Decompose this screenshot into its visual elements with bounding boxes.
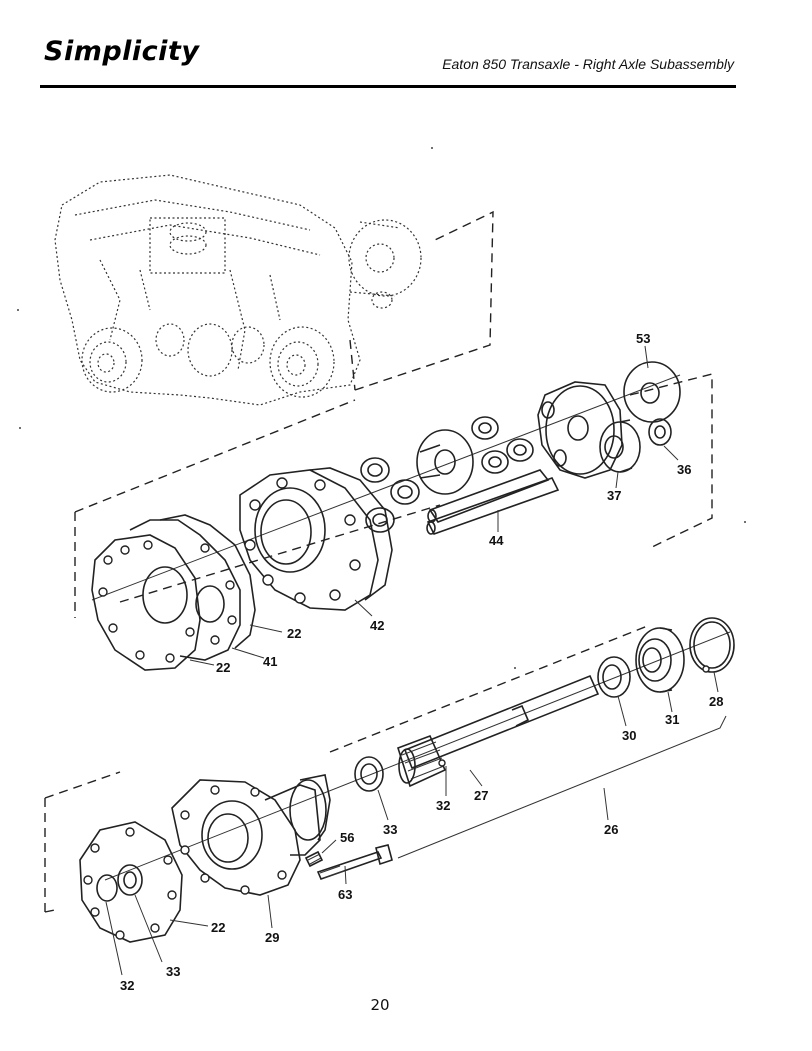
- callout-29: 29: [265, 930, 279, 945]
- differential-boundary: [74, 373, 713, 618]
- callout-27: 27: [474, 788, 488, 803]
- callout-42: 42: [370, 618, 384, 633]
- callout-53: 53: [636, 331, 650, 346]
- fitting-and-bolt: [304, 844, 393, 881]
- axle-bearing-group: [597, 617, 735, 698]
- header-rule: [40, 85, 736, 88]
- axle-shaft: [397, 674, 600, 788]
- page-number: 20: [370, 996, 390, 1014]
- callout-22-left: 22: [216, 660, 230, 675]
- cross-shaft-pins: [426, 469, 560, 535]
- thrust-washer-upper-bore: [360, 763, 378, 785]
- callout-33-lower: 33: [166, 964, 180, 979]
- planet-gear-set: [360, 416, 534, 533]
- axis-line-lower: [104, 631, 731, 881]
- callout-26: 26: [604, 822, 618, 837]
- brand-logo: Simplicity: [44, 36, 200, 67]
- callout-63: 63: [338, 887, 352, 902]
- callout-36: 36: [677, 462, 691, 477]
- lower-gasket: [79, 821, 183, 943]
- housing-boundary: [349, 210, 494, 391]
- callout-32-upper: 32: [436, 798, 450, 813]
- page-title: Eaton 850 Transaxle - Right Axle Subasse…: [442, 56, 734, 72]
- callout-31: 31: [665, 712, 679, 727]
- axis-line-upper: [91, 374, 681, 601]
- differential-housing: [239, 467, 393, 611]
- axle-housing: [171, 774, 331, 896]
- callout-33-upper: 33: [383, 822, 397, 837]
- callout-32-lower: 32: [120, 978, 134, 993]
- leader-lines: [105, 345, 727, 976]
- transaxle-housing: [54, 174, 422, 406]
- callout-labels: 53 36 37 44 22 42 41 22 28 31 30 32 27 2…: [120, 331, 723, 993]
- callout-37: 37: [607, 488, 621, 503]
- carrier-assembly: [537, 361, 681, 479]
- callout-28: 28: [709, 694, 723, 709]
- callout-41: 41: [263, 654, 277, 669]
- callout-30: 30: [622, 728, 636, 743]
- callout-56: 56: [340, 830, 354, 845]
- thrust-washer-upper: [354, 756, 384, 792]
- callout-22-upper: 22: [287, 626, 301, 641]
- callout-22-lower: 22: [211, 920, 225, 935]
- gasket-cover-group: [91, 514, 256, 671]
- callout-44: 44: [489, 533, 504, 548]
